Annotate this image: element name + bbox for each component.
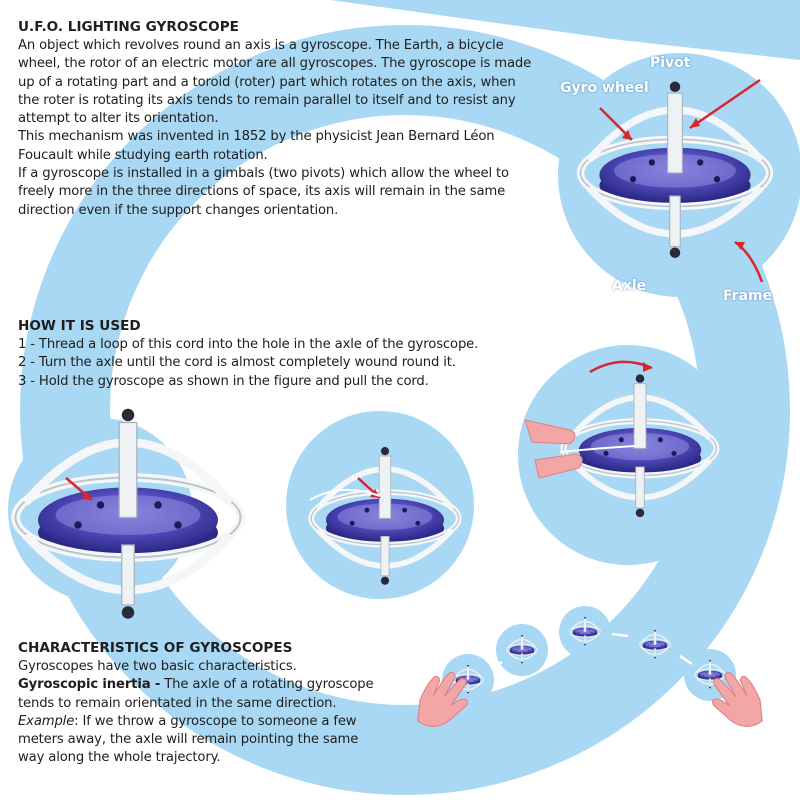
catching-hand-icon [712, 671, 763, 727]
how-it-is-used-section: HOW IT IS USED 1 - Thread a loop of this… [18, 316, 498, 391]
intro-section: U.F.O. LIGHTING GYROSCOPE An object whic… [18, 17, 538, 220]
characteristics-section: CHARACTERISTICS OF GYROSCOPES Gyroscopes… [18, 638, 378, 768]
label-frame: Frame [723, 288, 773, 304]
background-band-top [330, 0, 800, 60]
page-title: U.F.O. LIGHTING GYROSCOPE [18, 19, 239, 35]
step3-hand [524, 419, 583, 479]
step3-cord [559, 445, 636, 453]
example-term: Example [18, 713, 75, 729]
example-paragraph: Example: If we throw a gyroscope to some… [18, 713, 378, 768]
intro-paragraph: If a gyroscope is installed in a gimbals… [18, 166, 509, 218]
inertia-paragraph: Gyroscopic inertia - The axle of a rotat… [18, 676, 378, 713]
step-item: 2 - Turn the axle until the cord is almo… [18, 355, 456, 371]
section-heading: HOW IT IS USED [18, 318, 141, 334]
step2-cord [309, 488, 381, 501]
label-axle: Axle [612, 278, 647, 294]
trajectory-arrows [491, 632, 693, 670]
pivot-arrow [689, 78, 761, 130]
background-ring [20, 25, 790, 795]
step-item: 1 - Thread a loop of this cord into the … [18, 337, 479, 352]
label-pivot: Pivot [650, 55, 691, 71]
inertia-term: Gyroscopic inertia - [18, 677, 161, 693]
example-text: : If we throw a gyroscope to someone a f… [18, 713, 359, 766]
step-item: 3 - Hold the gyroscope as shown in the f… [18, 373, 429, 389]
inertia-text: The axle of a rotating gyroscope tends t… [18, 677, 374, 711]
characteristics-intro: Gyroscopes have two basic characteristic… [18, 659, 297, 674]
label-gyro-wheel: Gyro wheel [560, 80, 649, 96]
intro-paragraph: An object which revolves round an axis i… [18, 38, 532, 127]
section-heading: CHARACTERISTICS OF GYROSCOPES [18, 640, 293, 656]
intro-paragraph: This mechanism was invented in 1852 by t… [18, 129, 495, 163]
